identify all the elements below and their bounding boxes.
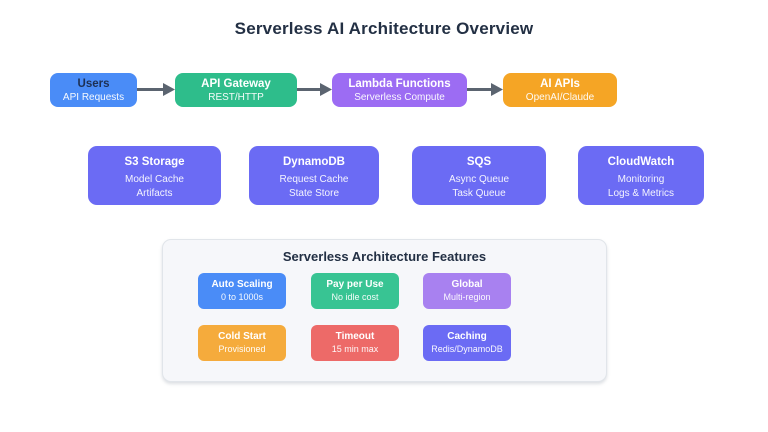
node-subtitle: Serverless Compute [354,92,445,103]
service-line: Artifacts [136,188,173,199]
feature-title: Auto Scaling [211,279,273,290]
feature-chip-pay-per-use: Pay per Use No idle cost [311,273,399,309]
node-title: Lambda Functions [348,78,451,90]
arrow-line [297,88,323,91]
flow-node-users: Users API Requests [50,73,137,107]
arrow-head-icon [491,83,503,96]
flow-node-ai-apis: AI APIs OpenAI/Claude [503,73,617,107]
service-title: DynamoDB [283,156,345,168]
page-title: Serverless AI Architecture Overview [234,19,534,38]
flow-node-api-gateway: API Gateway REST/HTTP [175,73,297,107]
features-panel-title: Serverless Architecture Features [282,249,487,264]
feature-subtitle: Multi-region [443,292,491,302]
node-title: API Gateway [201,78,271,90]
flow-arrow-icon [467,83,503,96]
feature-chip-caching: Caching Redis/DynamoDB [423,325,511,361]
service-line: Logs & Metrics [607,188,675,199]
feature-chip-global: Global Multi-region [423,273,511,309]
feature-subtitle: 15 min max [331,344,379,354]
node-subtitle: API Requests [62,92,125,103]
feature-title: Global [451,279,483,290]
feature-chip-cold-start: Cold Start Provisioned [198,325,286,361]
features-panel: Serverless Architecture Features Auto Sc… [162,239,607,382]
flow-arrow-icon [297,83,332,96]
service-box-dynamodb: DynamoDB Request Cache State Store [249,146,379,205]
feature-subtitle: No idle cost [331,292,379,302]
arrow-line [137,88,166,91]
service-line: Request Cache [279,174,349,185]
feature-title: Pay per Use [326,279,384,290]
feature-chip-auto-scaling: Auto Scaling 0 to 1000s [198,273,286,309]
service-box-sqs: SQS Async Queue Task Queue [412,146,546,205]
flow-node-lambda-functions: Lambda Functions Serverless Compute [332,73,467,107]
service-title: S3 Storage [124,156,185,168]
feature-title: Cold Start [218,331,266,342]
service-box-cloudwatch: CloudWatch Monitoring Logs & Metrics [578,146,704,205]
service-line: Model Cache [125,174,184,185]
feature-subtitle: Provisioned [218,344,266,354]
node-title: Users [77,78,110,90]
service-line: Task Queue [452,188,506,199]
arrow-head-icon [320,83,332,96]
service-title: SQS [466,156,492,168]
feature-chip-timeout: Timeout 15 min max [311,325,399,361]
arrow-line [467,88,494,91]
feature-subtitle: Redis/DynamoDB [431,344,503,354]
feature-subtitle: 0 to 1000s [220,292,264,302]
service-line: State Store [288,188,340,199]
node-subtitle: OpenAI/Claude [525,92,595,103]
service-title: CloudWatch [607,156,675,168]
node-title: AI APIs [540,78,580,90]
service-box-s3-storage: S3 Storage Model Cache Artifacts [88,146,221,205]
flow-arrow-icon [137,83,175,96]
arrow-head-icon [163,83,175,96]
feature-title: Caching [447,331,487,342]
service-line: Monitoring [617,174,665,185]
feature-title: Timeout [335,331,375,342]
service-line: Async Queue [448,174,510,185]
node-subtitle: REST/HTTP [208,92,264,103]
